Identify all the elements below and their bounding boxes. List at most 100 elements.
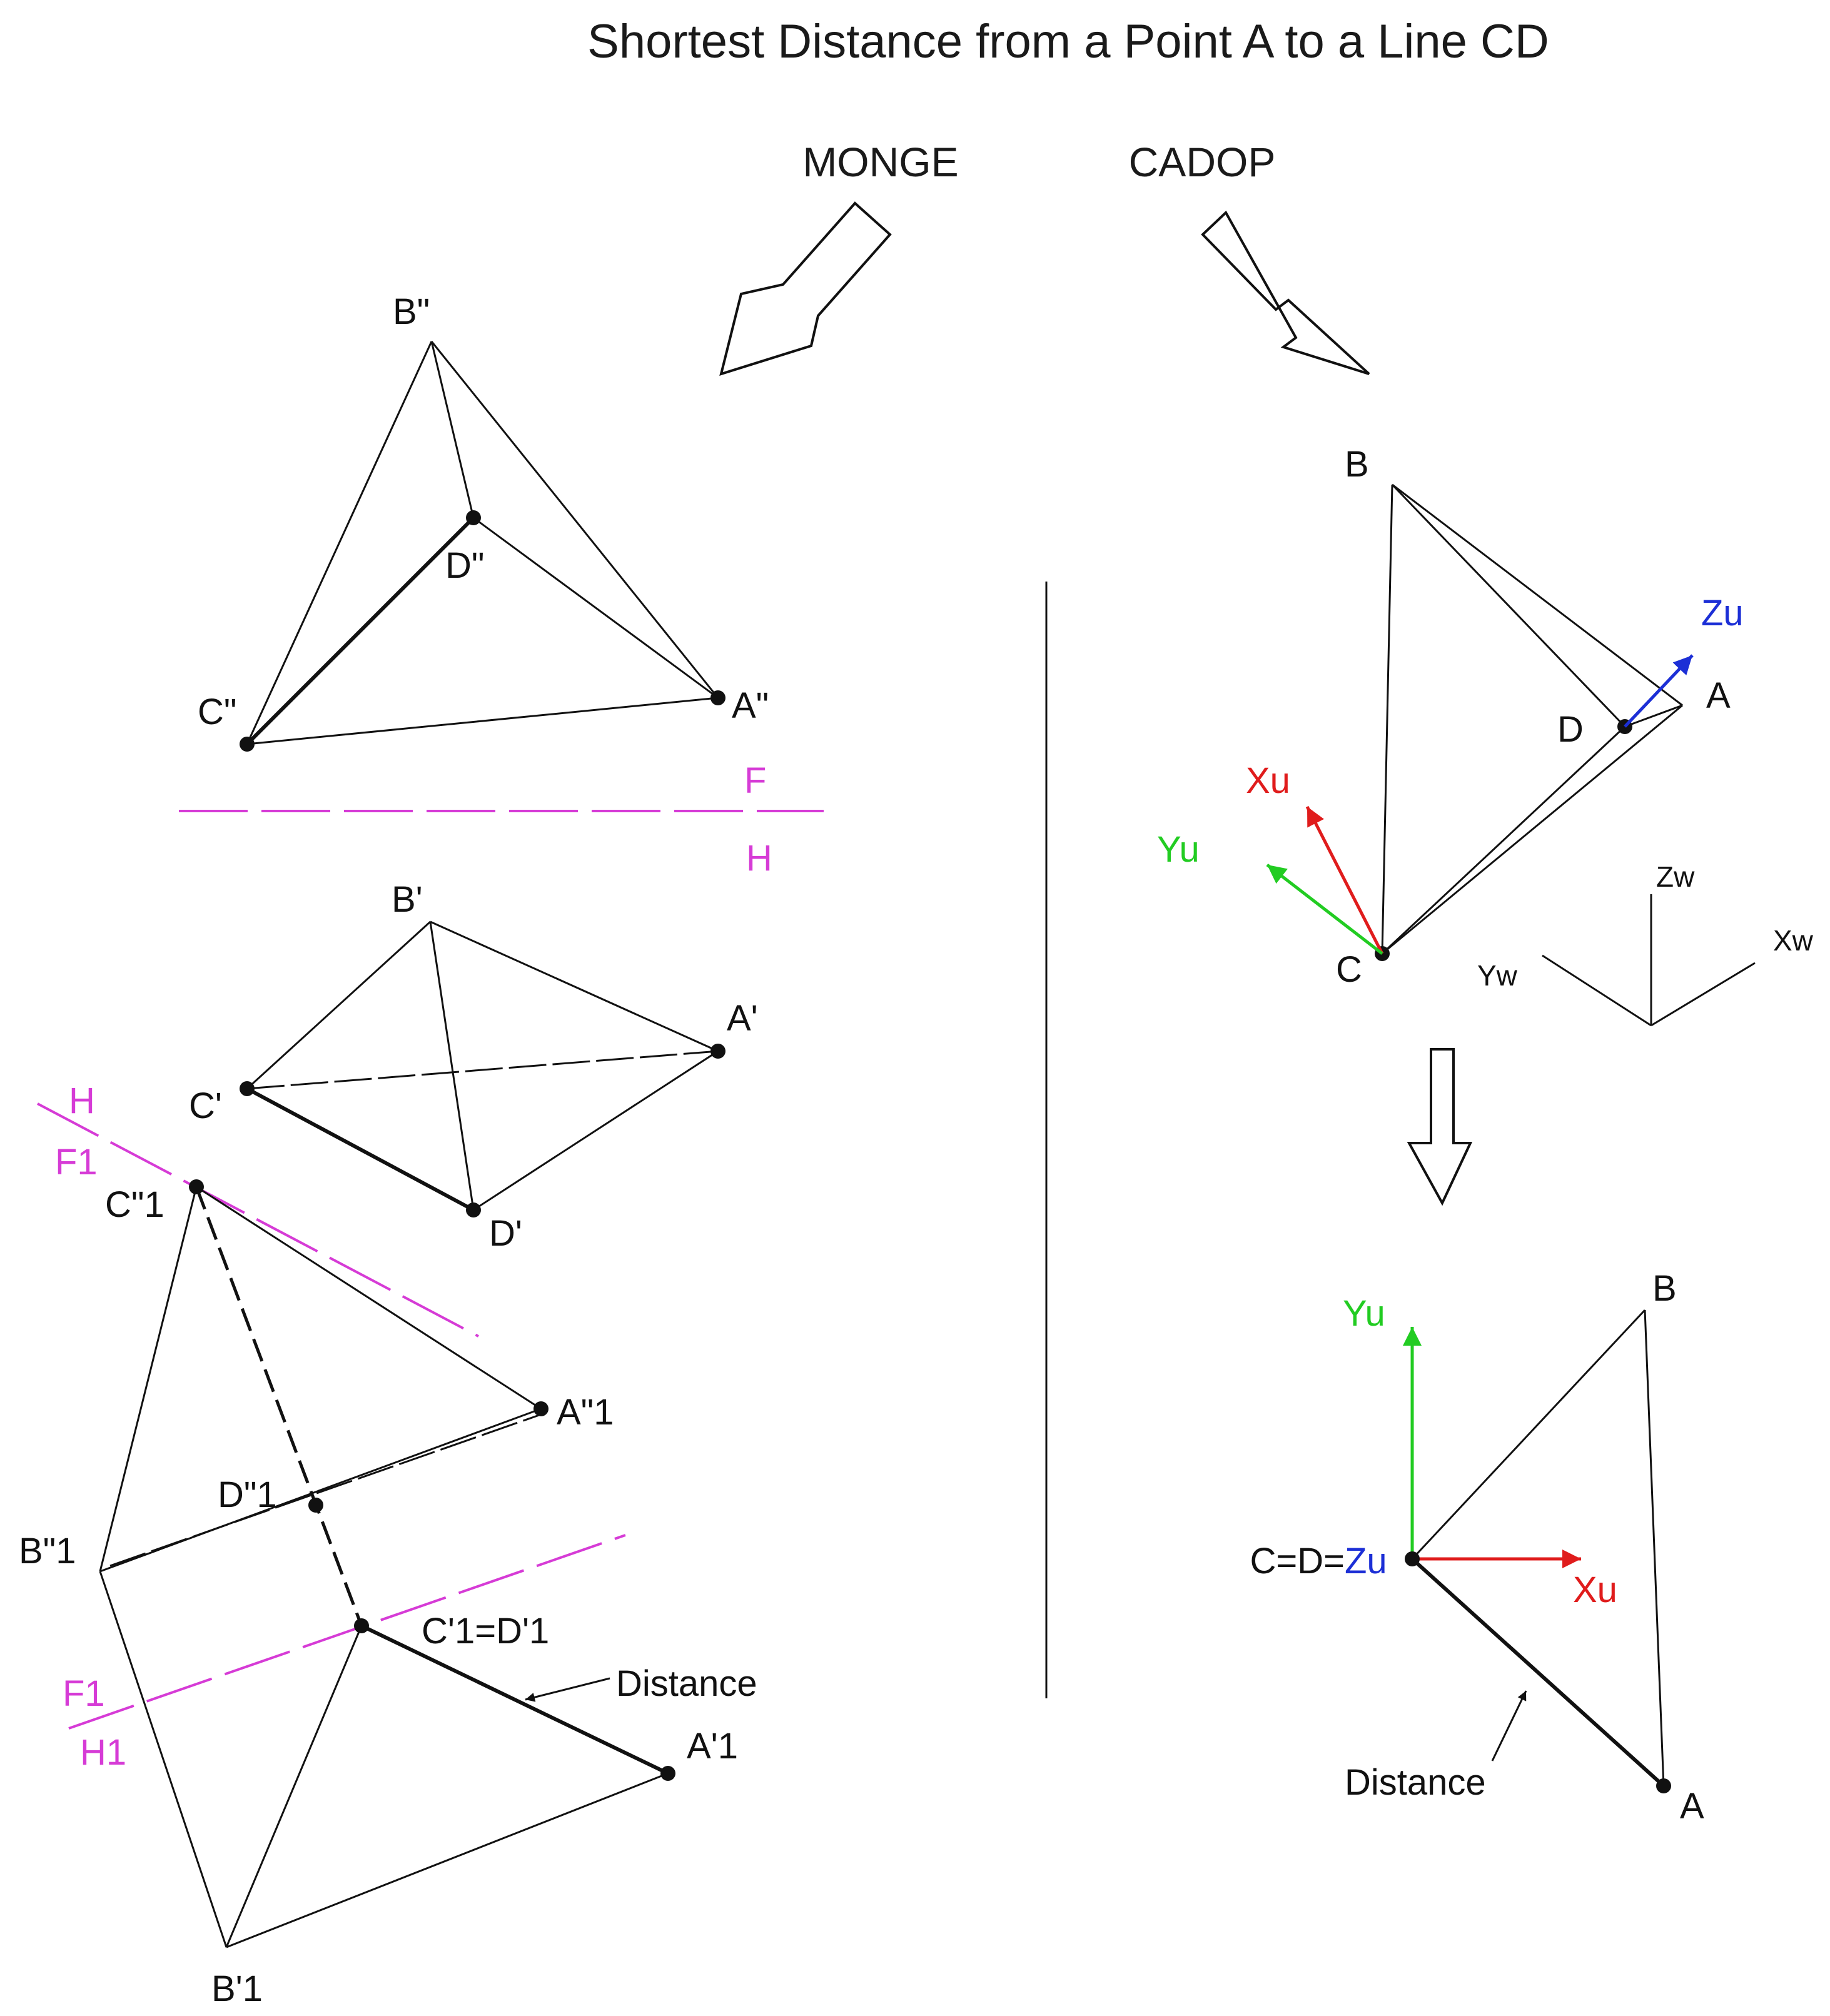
edge-c-d <box>246 1087 475 1212</box>
point-d <box>308 1498 323 1513</box>
zw-label: Zw <box>1656 860 1695 893</box>
label-b: B <box>1345 444 1369 485</box>
edge-b-a-hidden <box>109 1413 542 1567</box>
edge-c-a <box>196 1186 542 1410</box>
yw-axis <box>1542 954 1652 1027</box>
edge-c-d <box>245 516 475 746</box>
distance-line <box>1410 1557 1666 1788</box>
edge-d-a <box>1624 704 1683 728</box>
yu-label: Yu <box>1157 829 1200 870</box>
fold-line-f1-h1: F1 H1 <box>63 1534 626 1773</box>
edge-b-a <box>226 1772 669 1948</box>
fold-label-lower: H <box>746 838 772 879</box>
distance-line <box>360 1624 669 1775</box>
zu-axis-arrow <box>1624 654 1694 728</box>
label-a: A"1 <box>557 1392 614 1433</box>
point-a <box>1656 1778 1671 1793</box>
coincident-axis-label: Zu <box>1345 1541 1387 1581</box>
label-a: A <box>1680 1786 1704 1827</box>
point-d <box>466 510 481 525</box>
edge-b-a <box>1644 1309 1665 1787</box>
fold-label-lower: F1 <box>55 1142 98 1182</box>
distance-label: Distance <box>1345 1762 1486 1803</box>
edge-b-c <box>1381 484 1393 954</box>
monge-heading: MONGE <box>802 139 958 185</box>
fold-line-h-f1: H F1 <box>37 1081 479 1338</box>
label-a: A" <box>732 685 769 726</box>
fold-label-upper: F <box>744 760 766 801</box>
yu-label: Yu <box>1343 1293 1385 1334</box>
point-a <box>533 1401 548 1416</box>
point-cd <box>354 1618 369 1633</box>
fold-label-upper: F1 <box>63 1673 105 1714</box>
label-c: C' <box>189 1086 222 1126</box>
edge-b-a <box>430 341 719 698</box>
label-d: D <box>1557 709 1584 750</box>
label-c: C"1 <box>105 1184 164 1225</box>
fold-line <box>37 1102 479 1338</box>
point-c <box>240 1081 255 1096</box>
label-d: D" <box>445 545 484 586</box>
xu-label: Xu <box>1573 1570 1617 1610</box>
edge-b-a <box>1392 483 1683 707</box>
zu-label: Zu <box>1701 593 1744 633</box>
xu-label: Xu <box>1246 760 1290 801</box>
edge-b-d <box>430 341 475 518</box>
edge-b-b1 <box>99 1571 228 1948</box>
point-a <box>660 1766 675 1781</box>
edge-c-d-hidden <box>195 1186 363 1626</box>
label-b: B' <box>392 879 423 920</box>
label-b: B <box>1652 1268 1677 1309</box>
point-a <box>710 1044 725 1059</box>
edge-b-c <box>246 920 432 1090</box>
xu-axis-arrow <box>1305 805 1384 955</box>
yw-label: Yw <box>1477 959 1518 992</box>
down-arrow-icon <box>1407 1048 1473 1206</box>
edge-a-d <box>473 1050 719 1211</box>
point-c <box>240 737 255 752</box>
label-d: D' <box>489 1213 522 1254</box>
distance-leader <box>525 1677 610 1702</box>
edge-c-a <box>1382 704 1683 955</box>
edge-cd-b <box>225 1625 363 1948</box>
label-b: B'1 <box>211 1968 263 2009</box>
edge-b-c <box>246 341 433 745</box>
cadop-heading: CADOP <box>1129 139 1276 185</box>
edge-b-d <box>1391 483 1626 728</box>
point-c <box>189 1179 204 1194</box>
label-a: A' <box>727 998 758 1039</box>
monge-top-view: B' A' C' D' <box>189 879 758 1254</box>
edge-c-d <box>1381 725 1626 955</box>
xw-label: Xw <box>1773 924 1814 957</box>
edge-c-b <box>99 1186 198 1572</box>
point-a <box>710 690 725 705</box>
monge-frontal-view: B" D" C" A" <box>198 291 769 752</box>
label-b: B" <box>393 291 430 332</box>
xw-axis <box>1651 962 1756 1027</box>
fold-line-f-h: F H <box>179 760 824 879</box>
edge-d-a <box>473 517 719 699</box>
distance-leader <box>1491 1690 1527 1761</box>
label-c: C <box>1336 949 1362 990</box>
monge-auxiliary-frontal-view: C"1 A"1 D"1 B"1 <box>19 1179 614 1626</box>
label-c: C" <box>198 692 236 732</box>
fold-label-lower: H1 <box>80 1732 126 1773</box>
edge-b-a <box>430 920 719 1052</box>
label-a: A <box>1706 675 1731 716</box>
monge-arrow-icon <box>719 201 892 376</box>
label-b: B"1 <box>19 1531 76 1571</box>
fold-label-upper: H <box>69 1081 95 1121</box>
cadop-user-view: B A Yu Xu C=D= Zu Distance <box>1250 1268 1704 1827</box>
diagram-title: Shortest Distance from a Point A to a Li… <box>587 15 1549 68</box>
label-d: D"1 <box>218 1474 277 1515</box>
point-d <box>466 1202 481 1217</box>
coincident-label: C=D= <box>1250 1541 1345 1581</box>
fold-line <box>68 1534 626 1730</box>
edge-c-b <box>1411 1309 1646 1560</box>
edge-c-a <box>246 697 719 745</box>
yu-axis-arrow <box>1266 864 1383 955</box>
point-cd <box>1405 1551 1420 1566</box>
edge-b-d <box>429 921 475 1211</box>
